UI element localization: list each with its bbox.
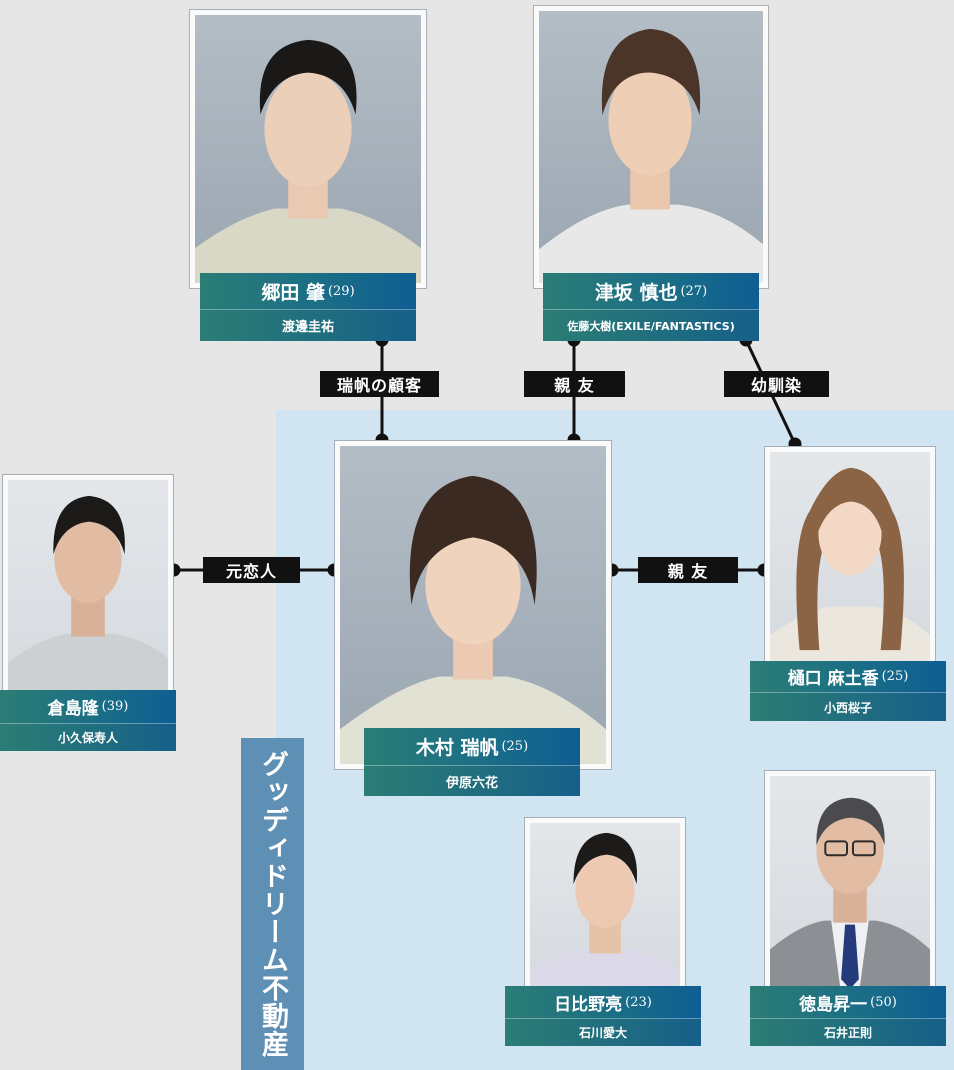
character-age: (25) — [881, 669, 909, 684]
character-name: 樋口 麻土香 — [787, 669, 879, 689]
character-age: (25) — [501, 739, 529, 754]
relation-label-client: 瑞帆の顧客 — [320, 371, 439, 397]
character-name: 木村 瑞帆 — [415, 737, 499, 759]
nameplate-hibino: 日比野亮(23) 石川愛大 — [505, 986, 701, 1046]
character-age: (23) — [625, 994, 652, 1010]
nameplate-tokushima: 徳島昇一(50) 石井正則 — [750, 986, 946, 1046]
character-age: (29) — [327, 283, 355, 299]
character-name: 津坂 慎也 — [594, 281, 678, 304]
relation-label-best-friend-higuchi: 親 友 — [638, 557, 738, 583]
character-name: 日比野亮 — [554, 994, 623, 1015]
portrait-tsusaka — [539, 11, 763, 283]
actor-name: 伊原六花 — [364, 766, 580, 796]
portrait-higuchi — [770, 452, 930, 670]
character-age: (27) — [680, 283, 708, 299]
character-age: (50) — [870, 994, 897, 1010]
character-card-tokushima[interactable] — [764, 770, 936, 1000]
portrait-goda — [195, 15, 421, 283]
actor-name: 小西桜子 — [750, 693, 946, 721]
portrait-tokushima — [770, 776, 930, 994]
actor-name: 佐藤大樹(EXILE/FANTASTICS) — [543, 310, 759, 341]
character-name: 郷田 肇 — [261, 281, 325, 304]
character-age: (39) — [101, 699, 129, 714]
actor-name: 石川愛大 — [505, 1019, 701, 1046]
character-card-higuchi[interactable] — [764, 446, 936, 676]
character-card-goda[interactable] — [189, 9, 427, 289]
character-card-kurashima[interactable] — [2, 474, 174, 706]
character-name: 倉島隆 — [47, 699, 99, 719]
actor-name: 石井正則 — [750, 1019, 946, 1046]
nameplate-kurashima: 倉島隆(39) 小久保寿人 — [0, 690, 176, 751]
nameplate-higuchi: 樋口 麻土香(25) 小西桜子 — [750, 661, 946, 721]
actor-name: 小久保寿人 — [0, 724, 176, 751]
nameplate-goda: 郷田 肇(29) 渡邊圭祐 — [200, 273, 416, 341]
relation-label-ex-lover: 元恋人 — [203, 557, 300, 583]
relation-label-best-friend: 親 友 — [524, 371, 625, 397]
character-card-tsusaka[interactable] — [533, 5, 769, 289]
nameplate-tsusaka: 津坂 慎也(27) 佐藤大樹(EXILE/FANTASTICS) — [543, 273, 759, 341]
nameplate-kimura: 木村 瑞帆(25) 伊原六花 — [364, 728, 580, 796]
portrait-hibino — [530, 823, 680, 993]
character-card-hibino[interactable] — [524, 817, 686, 999]
relation-label-childhood-friend: 幼馴染 — [724, 371, 829, 397]
character-card-kimura[interactable] — [334, 440, 612, 770]
character-name: 徳島昇一 — [799, 994, 868, 1015]
actor-name: 渡邊圭祐 — [200, 310, 416, 341]
portrait-kimura — [340, 446, 606, 764]
company-label: グッディドリーム不動産 — [241, 738, 304, 1070]
portrait-kurashima — [8, 480, 168, 700]
